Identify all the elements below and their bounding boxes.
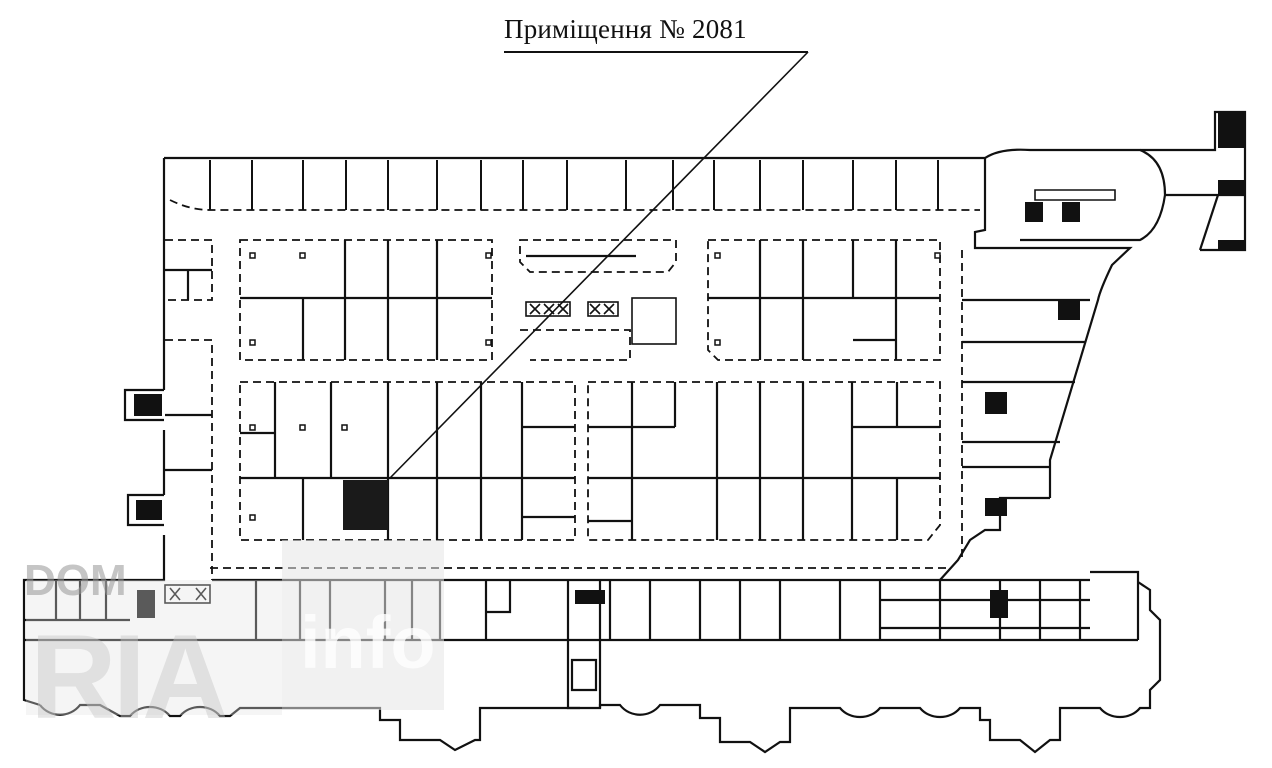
room-label: Приміщення № 2081 xyxy=(504,14,747,44)
watermark-background-info xyxy=(282,540,444,710)
top-bays xyxy=(209,160,939,210)
stair-far-right-mid xyxy=(1218,180,1244,194)
stair-far-right-bottom xyxy=(1218,240,1244,250)
columns xyxy=(249,252,941,521)
watermark-background xyxy=(26,580,282,715)
stair-left-upper xyxy=(134,394,162,416)
room-2081-highlight[interactable] xyxy=(343,480,388,530)
stairs-and-shafts xyxy=(134,112,1244,618)
watermark-dom: DOM xyxy=(24,556,127,605)
stair-bottom-right xyxy=(990,590,1008,618)
stair-bottom-left xyxy=(137,590,155,618)
elevator-right-1 xyxy=(1025,202,1043,222)
shaft-bottom-center xyxy=(575,590,605,604)
watermark-info: info xyxy=(300,601,436,684)
stair-left-lower xyxy=(136,500,162,520)
elevator-right-2 xyxy=(1062,202,1080,222)
stair-right-upper xyxy=(1058,300,1080,320)
interior-walls xyxy=(24,240,1090,640)
watermark-ria: RIA xyxy=(30,610,229,744)
leader-line xyxy=(389,51,809,479)
stair-right-mid xyxy=(985,392,1007,414)
stair-right-lower xyxy=(985,498,1007,516)
stair-far-right-top xyxy=(1218,112,1244,148)
